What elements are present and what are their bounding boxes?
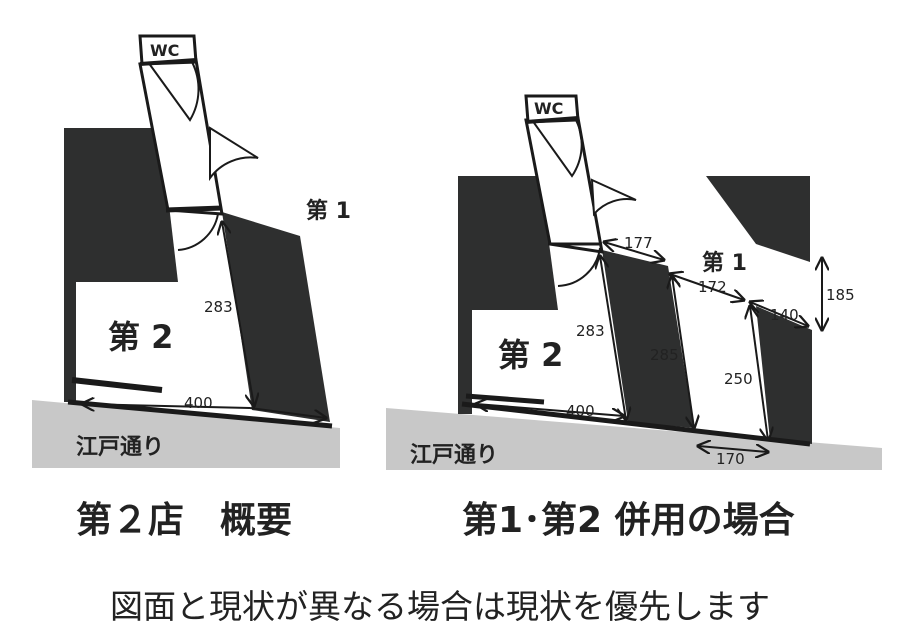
left-dim-283: 283	[204, 298, 233, 316]
left-side-door	[209, 126, 259, 182]
right-room-1-label: 第 1	[702, 250, 747, 276]
right-dim-283: 283	[576, 322, 605, 340]
right-street-label: 江戸通り	[410, 443, 498, 468]
right-caption: 第1･第2 併用の場合	[462, 500, 795, 541]
right-dim-170: 170	[716, 450, 745, 468]
right-wall-strip-west	[458, 310, 472, 414]
left-street-band	[32, 400, 340, 468]
left-caption: 第２店 概要	[76, 500, 292, 541]
right-dim-172: 172	[698, 278, 727, 296]
footer-note: 図面と現状が異なる場合は現状を優先します	[110, 587, 770, 626]
right-wc-label: WC	[534, 99, 563, 118]
right-wall-block-north	[706, 176, 810, 262]
right-dim-400: 400	[566, 402, 595, 420]
left-room-2-label: 第 2	[108, 318, 173, 356]
left-storefront-line	[67, 399, 333, 429]
left-room-1-label: 第 1	[306, 198, 351, 224]
right-plan: WC 第 1 第 2 177 172 140 185 283 285 250 4…	[386, 94, 882, 470]
right-wall-block-east	[756, 306, 812, 444]
left-plan: WC 第 1 第 2 283 400 江戸通り	[32, 34, 351, 468]
right-inner-door-swing	[557, 247, 601, 287]
left-wc-label: WC	[150, 41, 179, 60]
left-inner-door-swing	[177, 213, 219, 251]
right-room-2-label: 第 2	[498, 336, 563, 374]
left-wall-block-west	[64, 128, 178, 282]
left-wc-door-swing	[147, 61, 200, 122]
right-dim-250: 250	[724, 370, 753, 388]
right-dim-185: 185	[826, 286, 855, 304]
left-wall-strip-west	[64, 282, 76, 402]
right-dim-140: 140	[770, 306, 799, 324]
right-dim-285: 285	[650, 346, 679, 364]
right-side-door	[590, 178, 637, 217]
right-dim-177: 177	[624, 234, 653, 252]
left-street-label: 江戸通り	[76, 435, 164, 460]
right-wc-door-swing	[531, 119, 583, 178]
left-dim-400: 400	[184, 394, 213, 412]
right-wall-block-west	[458, 176, 558, 310]
left-counter-bar	[71, 377, 163, 393]
